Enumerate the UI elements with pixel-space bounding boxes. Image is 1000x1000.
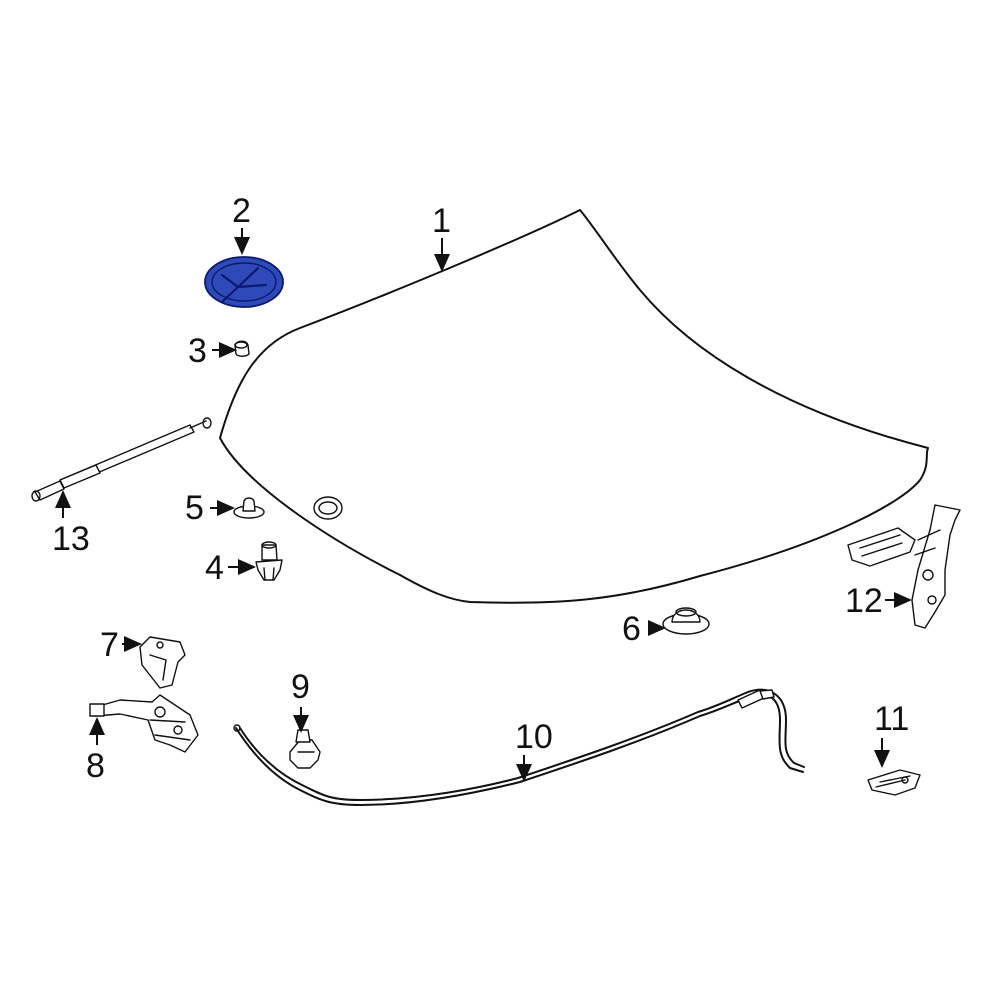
callout-4: 4: [205, 549, 224, 587]
callout-12: 12: [845, 582, 883, 620]
callout-2: 2: [232, 192, 251, 230]
callout-11: 11: [874, 700, 909, 738]
callout-6: 6: [622, 610, 641, 648]
hinge-part[interactable]: [847, 504, 961, 629]
gas-strut-part[interactable]: [31, 417, 212, 502]
release-handle-part[interactable]: [289, 729, 321, 769]
callout-13: 13: [52, 520, 90, 558]
bracket-part-7[interactable]: [139, 636, 186, 689]
callout-1: 1: [432, 202, 451, 240]
callout-9: 9: [291, 668, 310, 706]
bumper-part-5[interactable]: [233, 497, 265, 519]
clip-part-4[interactable]: [255, 541, 283, 581]
sensor-part-11[interactable]: [867, 769, 921, 796]
grommet-part-6[interactable]: [662, 607, 710, 635]
emblem-part[interactable]: [204, 256, 284, 308]
callout-7: 7: [100, 626, 119, 664]
latch-part[interactable]: [89, 694, 199, 753]
leader-lines: [55, 228, 912, 782]
hood-panel[interactable]: [219, 209, 929, 604]
release-cable-part[interactable]: [233, 688, 805, 806]
callout-3: 3: [188, 332, 207, 370]
callout-10: 10: [515, 718, 553, 756]
callout-5: 5: [185, 489, 204, 527]
clip-part-3[interactable]: [234, 340, 250, 357]
callout-8: 8: [86, 747, 105, 785]
callout-labels: 1 2 3 4 5 6 7 8 9 10 11 12 13: [52, 192, 909, 785]
